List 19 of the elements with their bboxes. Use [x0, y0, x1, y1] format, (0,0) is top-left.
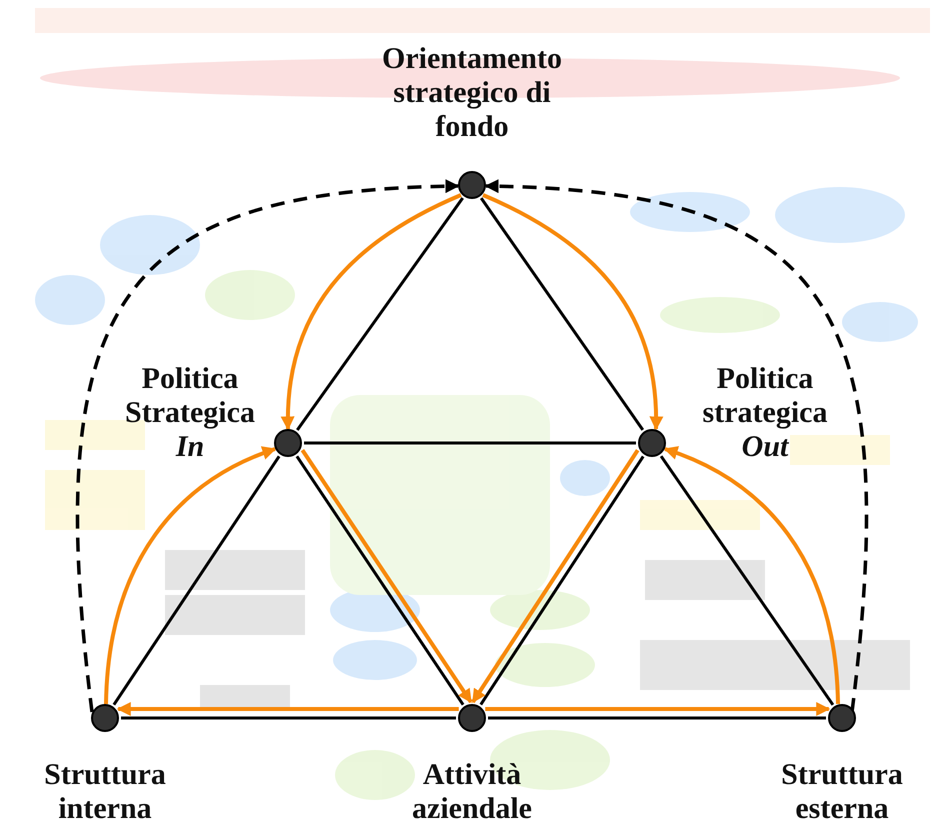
node-label: Politica Strategica In [124, 362, 256, 464]
node-dot [828, 704, 856, 732]
line [488, 716, 826, 720]
node-label: Struttura interna [43, 758, 167, 826]
dashed-arrow [76, 180, 460, 712]
arrow [485, 702, 830, 716]
node-dot [274, 429, 302, 457]
node-dot [91, 704, 119, 732]
node-dot [638, 429, 666, 457]
node-label: Politica strategica Out [702, 362, 828, 464]
node-dot [458, 704, 486, 732]
node-label: Orientamento strategico di fondo [381, 42, 563, 144]
node-label: Attività aziendale [411, 758, 533, 826]
node-label: Struttura esterna [780, 758, 904, 826]
line [304, 442, 636, 444]
arrow [116, 702, 459, 716]
node-dot [458, 171, 486, 199]
line [121, 716, 456, 720]
dashed-arrow [484, 180, 868, 712]
